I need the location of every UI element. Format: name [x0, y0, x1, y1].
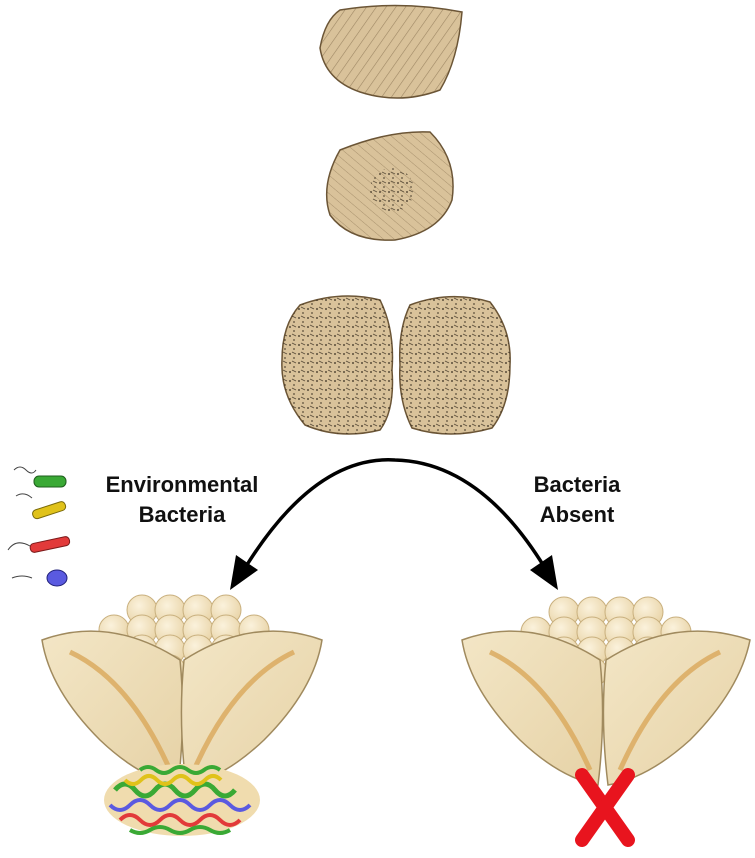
bacteria-absent-label: Bacteria Absent — [512, 470, 642, 530]
bacteria-absent-line-2: Absent — [539, 502, 615, 527]
red-x-icon — [575, 768, 635, 847]
curved-arrow-icon — [230, 458, 558, 590]
bacteria-legend-icon — [7, 466, 71, 587]
tissue-stage-2-icon — [325, 131, 454, 241]
gland-without-bacteria-icon — [461, 596, 751, 786]
tissue-stage-1-icon — [319, 4, 463, 99]
gland-with-bacteria-icon — [41, 594, 323, 836]
environmental-bacteria-line-1: Environmental — [105, 472, 259, 497]
bacteria-mass — [104, 764, 260, 836]
environmental-bacteria-label: Environmental Bacteria — [92, 470, 272, 530]
environmental-bacteria-line-2: Bacteria — [138, 502, 226, 527]
tissue-stage-3-icon — [281, 295, 511, 435]
bacteria-absent-line-1: Bacteria — [533, 472, 621, 497]
